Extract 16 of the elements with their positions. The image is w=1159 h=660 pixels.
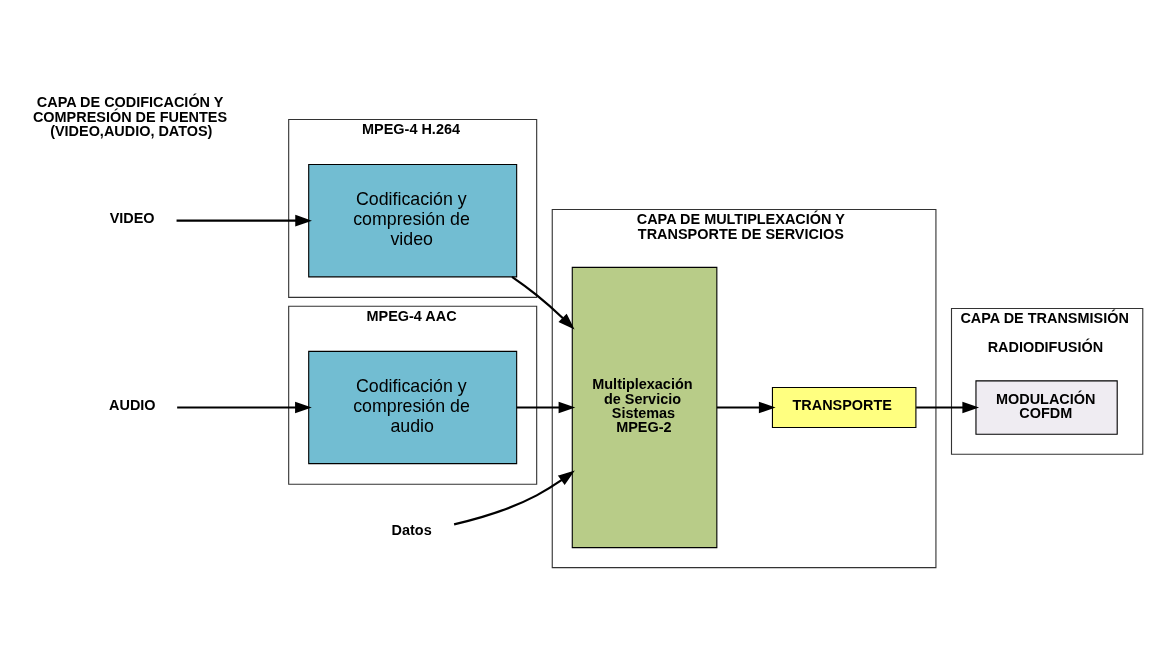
arrow <box>511 275 575 329</box>
node-text: Datos <box>391 521 432 538</box>
arrow <box>716 401 776 413</box>
node-box: Multiplexación de Servicio Sistemas MPEG-2 <box>571 266 718 548</box>
node-box: Codificación y compresión de video <box>308 163 518 277</box>
node-text: AUDIO <box>109 396 156 413</box>
arrow <box>516 401 576 413</box>
node-box: TRANSPORTE <box>771 386 917 428</box>
node-box: MODULACIÓN COFDM <box>975 379 1118 435</box>
arrow <box>176 214 312 227</box>
arrow <box>916 401 980 413</box>
node-text: VIDEO <box>109 209 155 226</box>
label: CAPA DE CODIFICACIÓN Y COMPRESIÓN DE FUENTES (VIDEO,AUDIO, DATOS) <box>32 93 228 139</box>
arrow <box>453 470 575 525</box>
node-box: Codificación y compresión de audio <box>308 350 518 464</box>
arrow <box>177 401 312 413</box>
